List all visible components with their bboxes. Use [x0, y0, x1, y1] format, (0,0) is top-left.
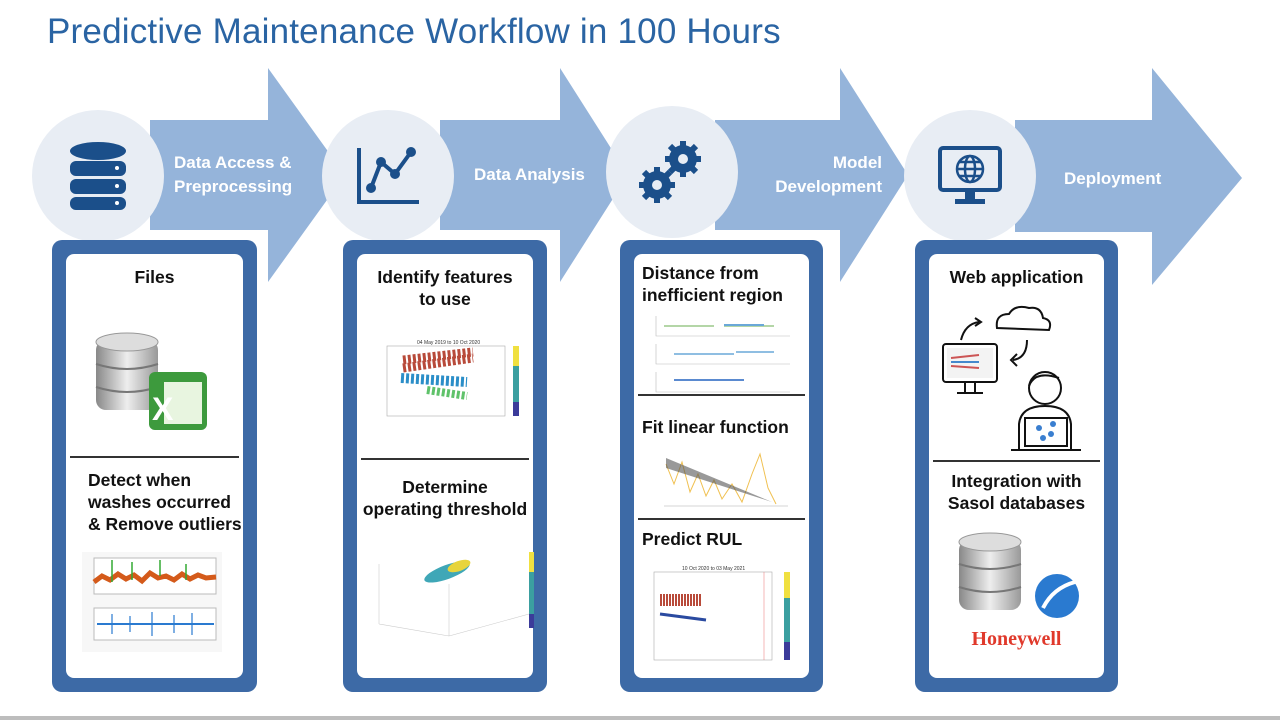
files-database-excel-image: X: [95, 332, 207, 430]
stage-1-line1: Data Access &: [174, 153, 292, 172]
fit-linear-heading: Fit linear function: [642, 417, 789, 437]
heading-line: to use: [419, 289, 471, 309]
heading-line: Determine: [402, 477, 488, 497]
files-heading: Files: [134, 267, 175, 287]
web-application-heading: Web application: [949, 267, 1084, 287]
predict-rul-heading: Predict RUL: [642, 529, 743, 549]
rul-chart-thumbnail: 10 Oct 2020 to 03 May 2021: [642, 564, 804, 672]
arrow-3: [715, 68, 908, 282]
stage-2-circle: [322, 110, 454, 242]
features-chart-thumbnail: 04 May 2019 to 10 Oct 2020: [367, 332, 527, 432]
heading-line: washes occurred: [88, 492, 231, 512]
slide-title: Predictive Maintenance Workflow in 100 H…: [47, 12, 781, 51]
heading-line: Detect when: [88, 470, 192, 490]
arrow-2: [440, 68, 628, 282]
line-chart-icon: [357, 147, 419, 204]
svg-text:X: X: [152, 391, 174, 427]
stage-1-circle: [32, 110, 164, 242]
heading-line: Integration with: [951, 471, 1082, 491]
heading-line: Sasol databases: [947, 493, 1086, 513]
arrow-1: [150, 68, 345, 282]
distance-charts-thumbnail: [655, 316, 790, 393]
stage-3-circle: [606, 106, 738, 238]
stage-1-line2: Preprocessing: [174, 177, 293, 196]
heading-line: Distance from: [642, 263, 759, 283]
stage-3-line2: Development: [775, 177, 882, 196]
stage-3-line1: Model: [832, 153, 882, 172]
linear-fit-chart-thumbnail: [664, 452, 788, 507]
threshold-3d-scatter-thumbnail: [378, 552, 534, 637]
stage-4-circle: [904, 110, 1036, 242]
stage-1-label: Data Access & Preprocessing: [174, 151, 292, 199]
workflow-arrows: [150, 68, 1242, 285]
heading-line: Identify features: [377, 267, 513, 287]
bottom-divider: [0, 716, 1280, 720]
web-application-illustration: [942, 305, 1081, 451]
honeywell-logo: Honeywell: [971, 628, 1062, 650]
heading-line: operating threshold: [362, 499, 528, 519]
stage-2-label: Data Analysis: [474, 165, 585, 184]
database-aspen-image: [958, 532, 1079, 618]
arrow-4: [1015, 68, 1242, 285]
chart-title: 10 Oct 2020 to 03 May 2021: [682, 566, 746, 572]
stage-4-label: Deployment: [1064, 169, 1162, 188]
heading-line: inefficient region: [642, 285, 783, 305]
gears-icon: [639, 141, 701, 203]
washes-outliers-chart-thumbnail: [82, 552, 222, 652]
database-icon: [70, 142, 126, 210]
heading-line: & Remove outliers: [88, 514, 242, 534]
monitor-globe-icon: [938, 146, 1002, 204]
chart-title: 04 May 2019 to 10 Oct 2020: [417, 340, 481, 346]
